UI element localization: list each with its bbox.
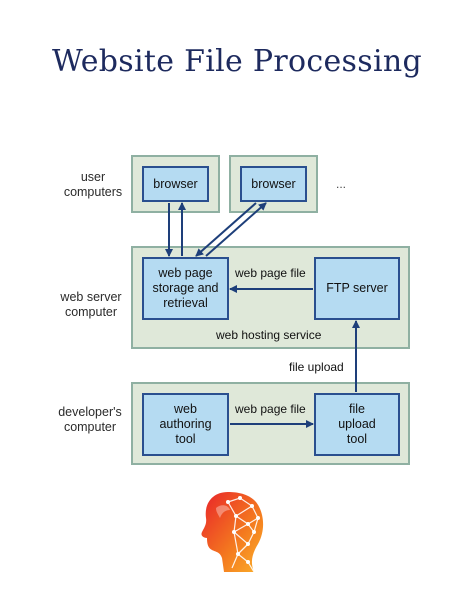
browser-1-label: browser [153, 176, 198, 191]
page-title: Website File Processing [52, 44, 422, 79]
label-web-server-computer: web server computer [60, 290, 122, 319]
more-users-ellipsis: ... [336, 177, 347, 191]
browser-node-2: browser [240, 166, 307, 202]
authoring-tool-label: web authoring tool [159, 402, 212, 446]
storage-retrieval-label: web page storage and retrieval [152, 266, 219, 310]
ftp-server-label: FTP server [326, 281, 388, 295]
upload-tool-label: file upload tool [338, 402, 376, 446]
label-user-computers: user computers [63, 170, 123, 199]
upload-tool-node: file upload tool [314, 393, 400, 456]
browser-node-1: browser [142, 166, 209, 202]
arrow-storage-to-browser2 [205, 202, 267, 257]
file-upload-label: file upload [289, 360, 344, 374]
browser-2-label: browser [251, 176, 296, 191]
web-hosting-service-label: web hosting service [216, 328, 322, 342]
authoring-tool-node: web authoring tool [142, 393, 229, 456]
arrow-browser2-to-storage [195, 202, 257, 257]
developer-web-page-file-label: web page file [235, 402, 306, 416]
label-developers-computer: developer's computer [58, 405, 122, 434]
head-network-logo-icon [201, 492, 264, 573]
server-web-page-file-label: web page file [235, 266, 306, 280]
storage-retrieval-node: web page storage and retrieval [142, 257, 229, 320]
ftp-server-node: FTP server [314, 257, 400, 320]
